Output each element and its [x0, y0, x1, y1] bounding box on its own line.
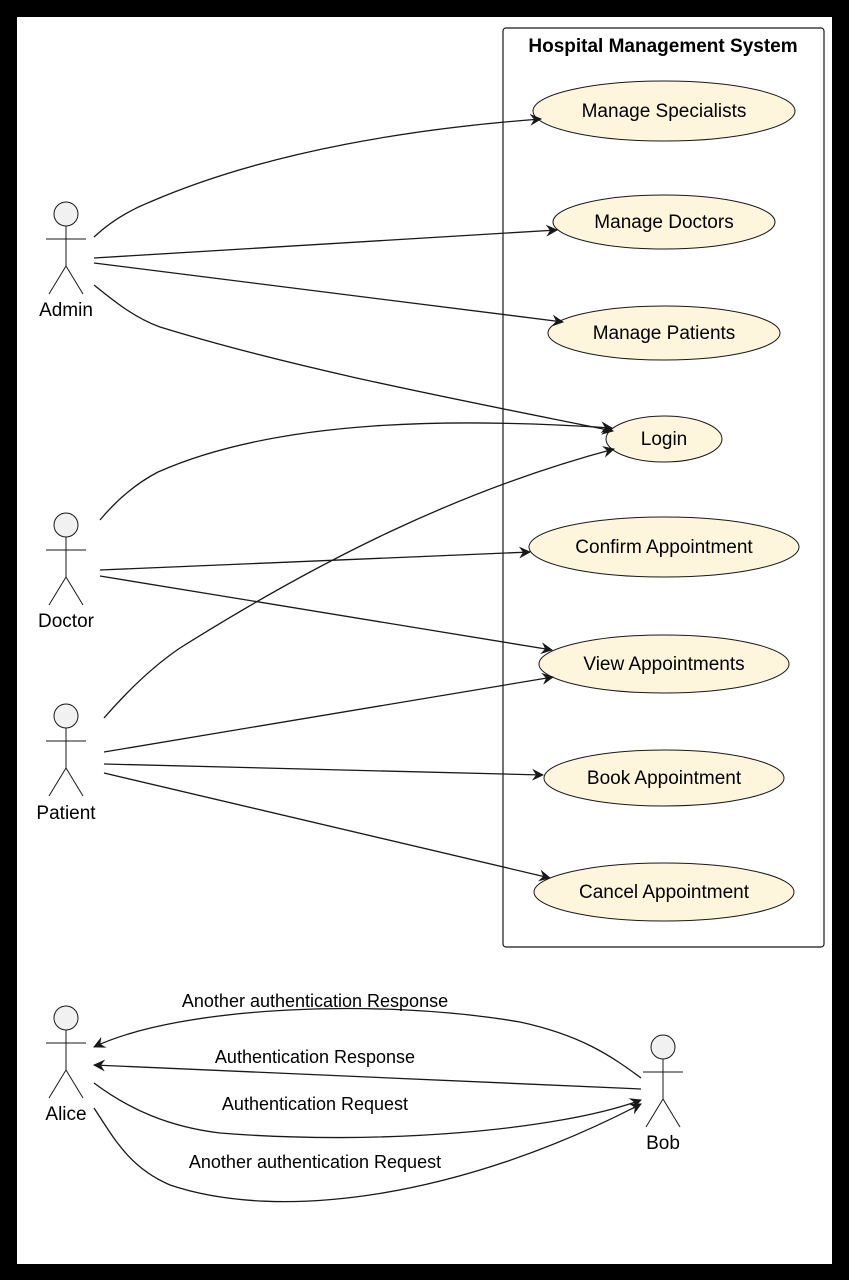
actor-admin[interactable]: Admin: [39, 201, 93, 321]
label-another-auth-request: Another authentication Request: [189, 1152, 441, 1172]
message-labels: Another authentication Response Authenti…: [182, 991, 448, 1172]
use-case-label: Manage Patients: [593, 323, 736, 344]
association-doctor-view-appointments: [99, 575, 553, 655]
use-case-label: Confirm Appointment: [575, 537, 753, 558]
actor-doctor[interactable]: Doctor: [38, 512, 95, 632]
association-admin-manage-specialists: [93, 113, 542, 238]
use-case-manage-patients[interactable]: Manage Patients: [547, 305, 781, 361]
association-patient-cancel-appointment: [103, 772, 551, 882]
use-case-label: Manage Doctors: [594, 212, 733, 233]
actor-head-icon: [53, 703, 79, 729]
label-auth-request: Authentication Request: [222, 1094, 408, 1114]
use-case-label: Login: [641, 429, 688, 450]
message-auth-request: [93, 1082, 642, 1139]
label-auth-response: Authentication Response: [215, 1047, 415, 1067]
use-case-login[interactable]: Login: [605, 415, 723, 463]
use-case-book-appointment[interactable]: Book Appointment: [543, 749, 785, 807]
actor-alice[interactable]: Alice: [45, 1005, 87, 1125]
message-another-auth-response: [93, 1007, 642, 1079]
system-title: Hospital Management System: [528, 36, 797, 57]
actor-label-admin: Admin: [39, 300, 93, 321]
use-case-confirm-appointment[interactable]: Confirm Appointment: [528, 516, 800, 578]
actor-head-icon: [53, 1005, 79, 1031]
association-doctor-confirm-appointment: [99, 546, 531, 571]
use-case-label: Book Appointment: [587, 768, 742, 789]
actor-head-icon: [53, 512, 79, 538]
message-another-auth-request: [93, 1103, 642, 1203]
use-case-label: View Appointments: [583, 654, 744, 675]
actor-label-patient: Patient: [36, 803, 96, 824]
use-case-manage-specialists[interactable]: Manage Specialists: [532, 80, 796, 142]
actor-label-doctor: Doctor: [38, 611, 95, 632]
use-case-cancel-appointment[interactable]: Cancel Appointment: [533, 862, 795, 922]
association-doctor-login: [99, 421, 613, 521]
actor-head-icon: [650, 1034, 676, 1060]
label-another-auth-response: Another authentication Response: [182, 991, 448, 1011]
association-patient-login: [103, 446, 615, 719]
actor-head-icon: [53, 201, 79, 227]
actor-label-bob: Bob: [646, 1133, 680, 1154]
use-case-label: Manage Specialists: [582, 101, 747, 122]
association-patient-view-appointments: [103, 672, 554, 753]
association-admin-manage-doctors: [93, 224, 558, 259]
use-case-view-appointments[interactable]: View Appointments: [538, 634, 790, 694]
use-case-label: Cancel Appointment: [579, 882, 750, 903]
system-boundary: Hospital Management System: [502, 27, 825, 948]
actor-patient[interactable]: Patient: [36, 703, 96, 824]
association-admin-login: [93, 284, 614, 435]
association-patient-book-appointment: [103, 763, 544, 781]
message-auth-response: [93, 1059, 642, 1090]
actor-bob[interactable]: Bob: [643, 1034, 683, 1154]
association-admin-manage-patients: [93, 262, 564, 327]
use-case-manage-doctors[interactable]: Manage Doctors: [552, 194, 776, 250]
actor-label-alice: Alice: [45, 1104, 86, 1125]
